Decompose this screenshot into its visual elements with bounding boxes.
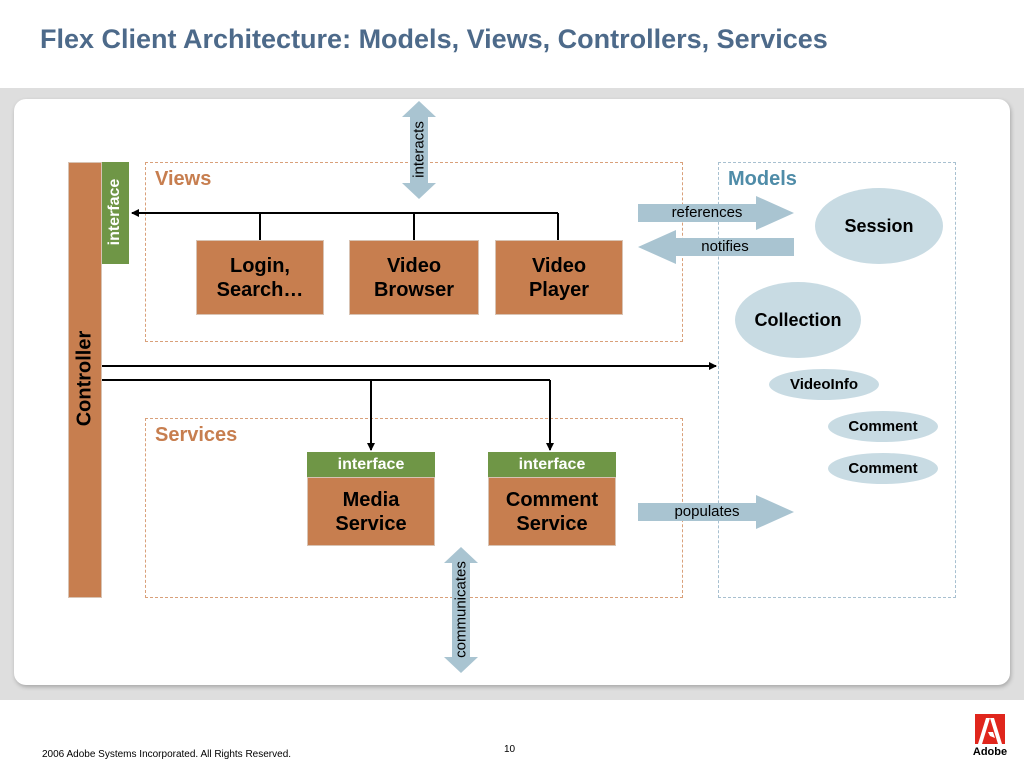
login-search-line1: Login, bbox=[230, 254, 290, 277]
communicates-arrow bbox=[444, 547, 478, 673]
login-search-line2: Search… bbox=[216, 278, 304, 301]
references-arrow bbox=[638, 196, 794, 230]
comment-oval-1: Comment bbox=[828, 411, 938, 442]
models-group bbox=[718, 162, 956, 598]
collection-oval: Collection bbox=[735, 282, 861, 358]
videoinfo-oval: VideoInfo bbox=[769, 369, 879, 400]
views-label: Views bbox=[155, 168, 212, 190]
populates-arrow bbox=[638, 495, 794, 529]
session-oval: Session bbox=[815, 188, 943, 264]
comment-service-line1: Comment bbox=[505, 488, 599, 511]
controller-interface-bar bbox=[102, 162, 129, 264]
interacts-label: interacts bbox=[410, 121, 428, 178]
services-label: Services bbox=[155, 424, 238, 446]
notifies-arrow bbox=[638, 230, 794, 264]
video-browser-line1: Video bbox=[386, 254, 442, 277]
controller-label: Controller bbox=[73, 330, 96, 427]
controller-bar bbox=[68, 162, 102, 598]
comment-service-interface: interface bbox=[488, 452, 616, 477]
references-label: references bbox=[671, 204, 743, 221]
comment-oval-2: Comment bbox=[828, 453, 938, 484]
models-label: Models bbox=[728, 168, 797, 190]
comment-service-line2: Service bbox=[516, 512, 588, 535]
media-service-interface: interface bbox=[307, 452, 435, 477]
login-search-view: Login,Search… bbox=[196, 240, 324, 315]
adobe-logo-text: Adobe bbox=[972, 746, 1008, 758]
notifies-label: notifies bbox=[701, 238, 749, 255]
video-browser-line2: Browser bbox=[373, 278, 455, 301]
media-service-line1: Media bbox=[342, 488, 400, 511]
communicates-label: communicates bbox=[452, 561, 470, 658]
video-player-line2: Player bbox=[528, 278, 590, 301]
populates-label: populates bbox=[674, 503, 740, 520]
page-title: Flex Client Architecture: Models, Views,… bbox=[40, 24, 828, 54]
page-number: 10 bbox=[504, 744, 516, 755]
media-service-line2: Service bbox=[335, 512, 407, 535]
controller-interface-label: interface bbox=[106, 178, 123, 246]
adobe-logo-icon bbox=[975, 714, 1005, 744]
footer-copyright: 2006 Adobe Systems Incorporated. All Rig… bbox=[42, 749, 292, 760]
interacts-arrow bbox=[402, 101, 436, 199]
video-player-line1: Video bbox=[531, 254, 587, 277]
